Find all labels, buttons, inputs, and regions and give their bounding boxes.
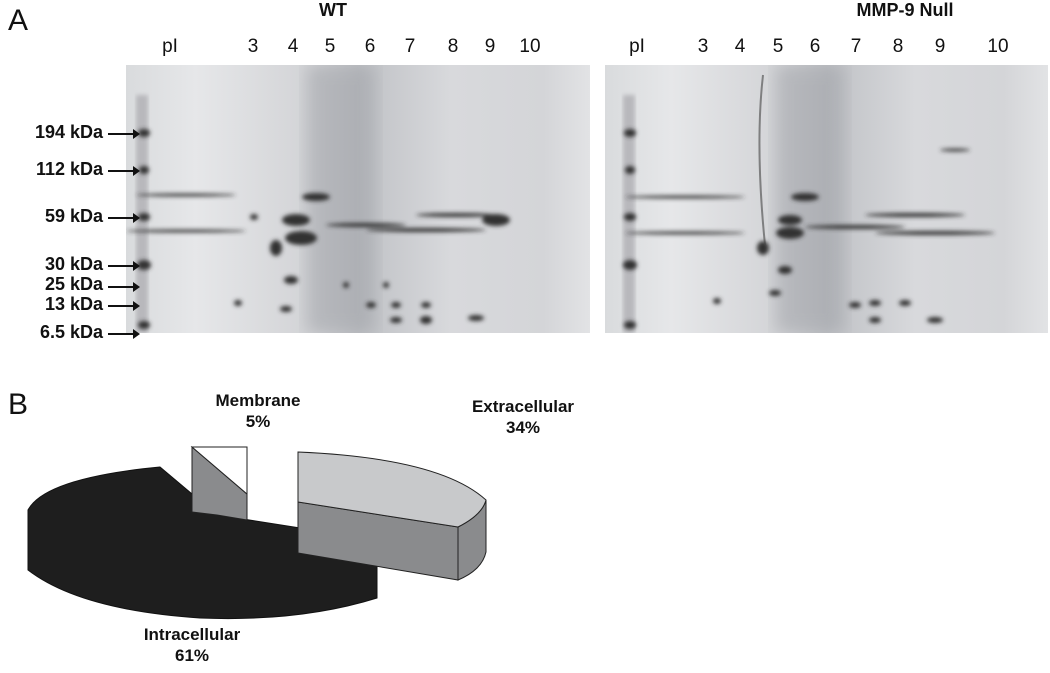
pi-tick: 8: [892, 36, 904, 57]
gel-spots-wt: [126, 65, 510, 333]
slice-name: Intracellular: [143, 625, 241, 644]
gel-title-wt: WT: [319, 0, 347, 20]
marker-arrow-icon: [108, 213, 140, 223]
pi-tick: 5: [324, 36, 336, 57]
marker-label: 194 kDa: [34, 122, 103, 142]
gel-image-wt: [126, 65, 590, 333]
slice-name: Extracellular: [471, 397, 575, 416]
marker-label: 112 kDa: [35, 159, 103, 179]
marker-label: 25 kDa: [44, 274, 103, 294]
pi-tick: 9: [934, 36, 946, 57]
marker-label: 59 kDa: [44, 206, 103, 226]
marker-label: 30 kDa: [44, 254, 103, 274]
pi-tick: 7: [850, 36, 862, 57]
pi-tick: 4: [734, 36, 746, 57]
slice-membrane-top: [190, 446, 248, 496]
marker-arrow-icon: [108, 329, 140, 339]
panel-b-label: B: [8, 388, 29, 421]
gel-title-mmp9-null: MMP-9 Null: [856, 0, 954, 20]
pi-tick: 9: [484, 36, 496, 57]
marker-arrow-icon: [108, 129, 140, 139]
marker-arrow-icon: [108, 166, 140, 176]
pie-slice-membrane: [190, 445, 248, 521]
slice-extracellular-top: [297, 451, 487, 528]
pi-label-null: pI: [629, 36, 645, 57]
pi-tick: 3: [247, 36, 259, 57]
pi-tick: 5: [772, 36, 784, 57]
slice-name: Membrane: [215, 391, 301, 410]
marker-arrow-icon: [108, 282, 140, 292]
marker-arrow-icon: [108, 261, 140, 271]
pi-label-wt: pI: [162, 36, 178, 57]
gel-spots-null: [623, 65, 995, 333]
slice-percent: 5%: [245, 412, 271, 431]
marker-label: 13 kDa: [44, 294, 103, 314]
pi-tick: 4: [287, 36, 299, 57]
marker-arrow-icon: [108, 301, 140, 311]
pi-tick: 10: [519, 36, 541, 57]
pie-slice-intracellular: [27, 466, 378, 620]
pi-tick: 7: [404, 36, 416, 57]
slice-label-extracellular: Extracellular 34%: [472, 396, 574, 438]
marker-label: 6.5 kDa: [39, 322, 103, 342]
slice-label-intracellular: Intracellular 61%: [144, 624, 240, 666]
pi-tick: 8: [447, 36, 459, 57]
slice-intracellular-body: [27, 466, 378, 620]
slice-label-membrane: Membrane 5%: [215, 390, 300, 432]
slice-percent: 34%: [505, 418, 541, 437]
pie-slice-extracellular: [297, 451, 487, 581]
pi-tick: 10: [987, 36, 1009, 57]
pi-tick: 6: [809, 36, 821, 57]
slice-percent: 61%: [174, 646, 210, 665]
gel-image-mmp9-null: [605, 65, 1048, 333]
panel-a-label: A: [8, 4, 29, 37]
pi-tick: 6: [364, 36, 376, 57]
pi-tick: 3: [697, 36, 709, 57]
